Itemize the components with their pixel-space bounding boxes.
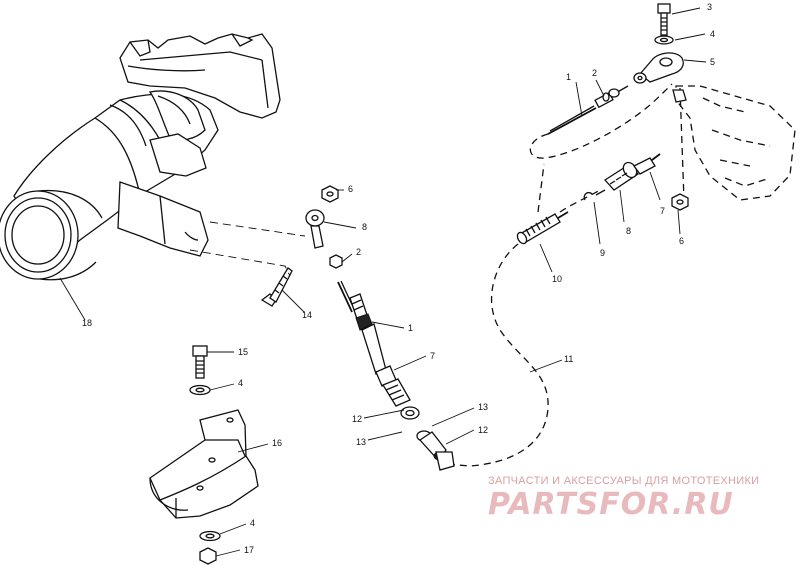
- callout-6: 6: [348, 184, 353, 194]
- callout-5: 5: [710, 57, 715, 67]
- callout-9: 9: [600, 248, 605, 258]
- mid-cable: [444, 153, 661, 467]
- ref-line-lower: [189, 249, 291, 277]
- callout-12: 12: [352, 414, 362, 424]
- watermark: ЗАПЧАСТИ И АКСЕССУАРЫ ДЛЯ МОТОТЕХНИКИ PA…: [488, 475, 759, 522]
- callout-4: 4: [250, 518, 255, 528]
- callout-8: 8: [626, 226, 631, 236]
- callout-1: 1: [408, 323, 413, 333]
- mount-bracket: [149, 267, 293, 565]
- leader-lines: [59, 7, 707, 557]
- callout-12: 12: [478, 425, 488, 435]
- callout-11: 11: [564, 354, 573, 364]
- callout-17: 17: [244, 545, 254, 555]
- callout-4: 4: [238, 378, 243, 388]
- callout-1: 1: [566, 72, 571, 82]
- callout-7: 7: [660, 206, 665, 216]
- callout-8: 8: [362, 222, 367, 232]
- callout-10: 10: [552, 274, 562, 284]
- watermark-brand: PARTSFOR.RU: [488, 487, 734, 522]
- callout-15: 15: [238, 347, 248, 357]
- callout-4: 4: [710, 29, 715, 39]
- callout-6: 6: [679, 236, 684, 246]
- callout-2: 2: [356, 247, 361, 257]
- callout-13: 13: [356, 437, 366, 447]
- callout-16: 16: [272, 438, 282, 448]
- callout-7: 7: [430, 351, 435, 361]
- ref-line-upper: [209, 221, 306, 237]
- callout-3: 3: [707, 2, 712, 12]
- axle-housing: [0, 33, 281, 281]
- upper-cable: [529, 83, 673, 159]
- watermark-tagline: ЗАПЧАСТИ И АКСЕССУАРЫ ДЛЯ МОТОТЕХНИКИ: [488, 475, 759, 487]
- callout-2: 2: [592, 68, 597, 78]
- callout-labels: 3 4 5 1 2 7 6 8 9 10 6 8 2 14 1 7 15 4 1…: [82, 2, 715, 555]
- central-cable: [305, 185, 455, 471]
- upper-linkage: [633, 3, 796, 211]
- callout-14: 14: [302, 310, 312, 320]
- callout-18: 18: [82, 318, 92, 328]
- callout-13: 13: [478, 402, 488, 412]
